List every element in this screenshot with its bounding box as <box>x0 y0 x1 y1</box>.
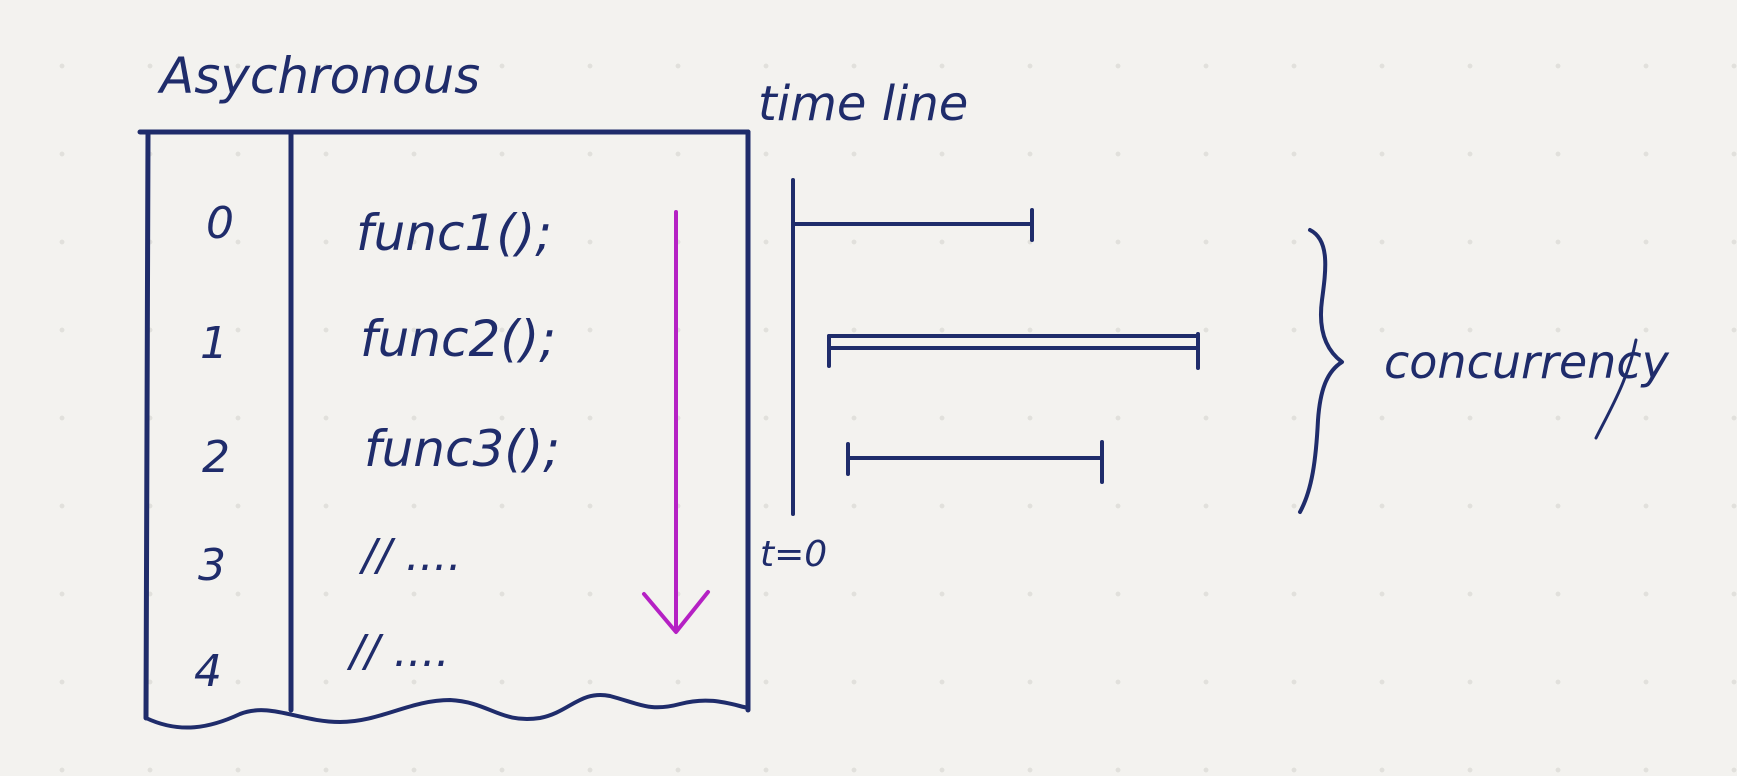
concurrency-label-tail <box>1594 338 1638 440</box>
code-line: func1(); <box>356 204 552 262</box>
concurrency-brace <box>1298 228 1344 514</box>
timeline-origin-label: t=0 <box>760 534 827 575</box>
diagram-title: Asychronous <box>157 47 480 105</box>
execution-arrow <box>642 210 710 634</box>
timeline-label: time line <box>758 76 968 132</box>
row-index: 2 <box>202 432 230 483</box>
code-line: // .... <box>346 626 450 677</box>
code-table <box>137 129 751 730</box>
code-line: // .... <box>358 530 462 581</box>
table-left-border <box>143 131 151 721</box>
row-index: 1 <box>200 318 228 369</box>
row-index: 3 <box>198 540 226 591</box>
arrow-head <box>642 590 710 634</box>
row-index: 4 <box>194 646 222 697</box>
concurrency-label: concurrency <box>1384 335 1670 389</box>
row-index-column: 0 1 2 3 4 <box>194 198 234 697</box>
code-line: func3(); <box>364 420 560 478</box>
timeline: t=0 <box>760 178 1200 575</box>
table-torn-bottom-edge <box>144 692 750 730</box>
code-line: func2(); <box>360 310 556 368</box>
row-index: 0 <box>206 198 234 249</box>
code-column: func1(); func2(); func3(); // .... // ..… <box>346 204 560 677</box>
